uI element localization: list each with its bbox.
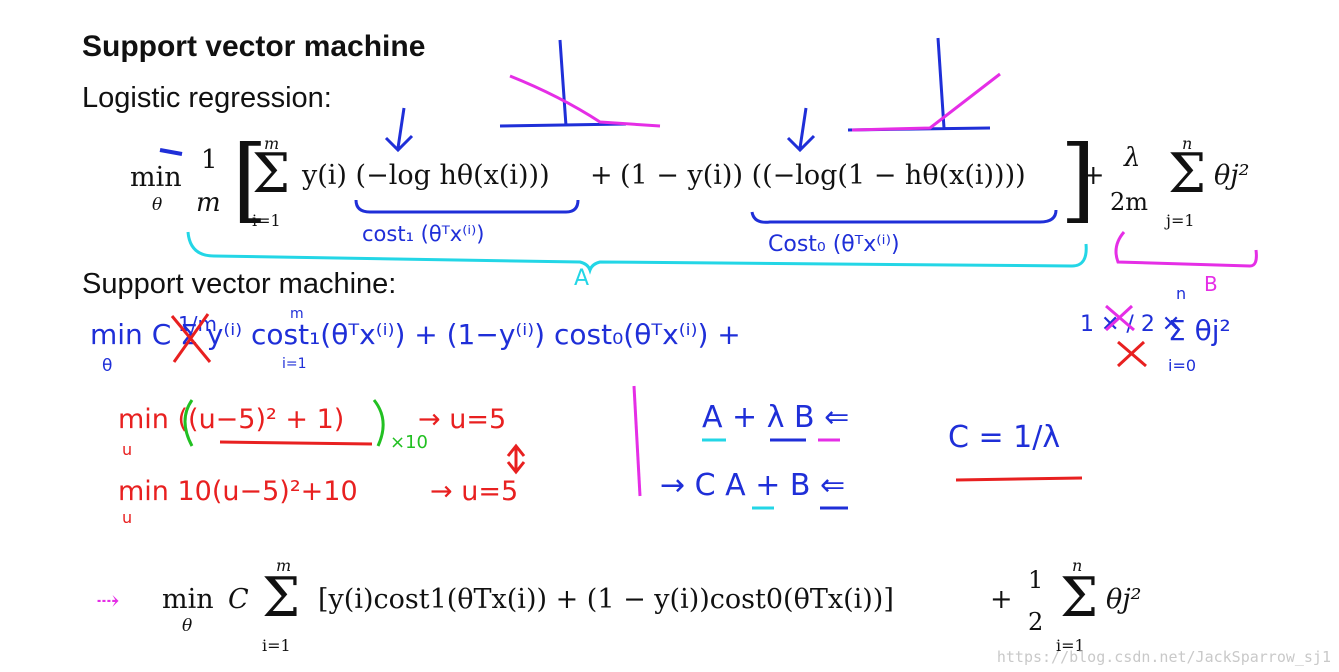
svm-sum-bot: i=1 bbox=[262, 636, 291, 655]
logistic-reg-sum-bot: j=1 bbox=[1166, 211, 1195, 230]
example1-times: ×10 bbox=[390, 432, 428, 453]
c-equals-inverse-lambda: C = 1/λ bbox=[948, 420, 1061, 455]
example1-result: → u=5 bbox=[418, 404, 507, 435]
logistic-reg-term: θj² bbox=[1214, 160, 1250, 191]
svm-frac-den: 2 bbox=[1028, 608, 1044, 636]
logistic-sum-bot: i=1 bbox=[252, 211, 281, 230]
svm-reg-sum: Σ θj² bbox=[1168, 314, 1231, 347]
svm-formula-arrow: ⇢ bbox=[96, 584, 120, 617]
brace-a bbox=[186, 231, 1088, 275]
svm-frac-num: 1 bbox=[1028, 566, 1044, 594]
example1-underline bbox=[219, 440, 373, 446]
cross-out-frac bbox=[170, 313, 212, 363]
arrow-down-1-icon bbox=[384, 107, 414, 153]
arrow-down-2-icon bbox=[786, 107, 816, 153]
svm-line: min C Σ y⁽ⁱ⁾ cost₁(θᵀx⁽ⁱ⁾) + (1−y⁽ⁱ⁾) co… bbox=[90, 318, 741, 351]
example2-result: → u=5 bbox=[430, 476, 519, 507]
arrow-updown-icon bbox=[506, 443, 526, 475]
logistic-reg-sum-sign: Σ bbox=[1168, 142, 1207, 205]
logistic-plus: + bbox=[590, 160, 613, 191]
svm-reg-sum-top: n bbox=[1176, 284, 1187, 303]
logistic-min: min bbox=[130, 162, 182, 193]
svm-reg-sum-bot: i=0 bbox=[1168, 356, 1197, 375]
green-paren-left bbox=[183, 399, 194, 447]
svm-min: min bbox=[162, 584, 214, 615]
svm-reg-term: θj² bbox=[1106, 584, 1142, 615]
svm-line-sum-bot: i=1 bbox=[282, 356, 307, 372]
brace-b bbox=[1114, 231, 1258, 268]
example2: min 10(u−5)²+10 bbox=[118, 476, 358, 507]
svm-sum-sign: Σ bbox=[262, 566, 301, 629]
cross-out-reg-num bbox=[1104, 304, 1135, 332]
svm-line-min-sub: θ bbox=[102, 356, 113, 376]
logistic-frac-den: m bbox=[196, 188, 221, 218]
svm-reg-sum-bot: i=1 bbox=[1056, 636, 1085, 655]
svm-reg-sum-sign: Σ bbox=[1060, 566, 1099, 629]
underbrace-cost1 bbox=[354, 199, 580, 214]
logistic-term2: (1 − y(i)) ((−log(1 − hθ(x(i)))) bbox=[620, 160, 1026, 191]
c-eq-underline bbox=[955, 476, 1083, 482]
logistic-sum-top: m bbox=[264, 134, 280, 153]
cost1-annotation: cost₁ (θᵀx⁽ⁱ⁾) bbox=[362, 222, 485, 246]
logistic-term1: y(i) (−log hθ(x(i))) bbox=[302, 160, 550, 191]
section-svm: Support vector machine: bbox=[82, 268, 397, 300]
example2-sub: u bbox=[122, 508, 133, 527]
logistic-reg-num: λ bbox=[1124, 143, 1141, 173]
watermark: https://blog.csdn.net/JackSparrow_sj1 bbox=[996, 648, 1331, 666]
svm-c: C bbox=[228, 584, 249, 615]
svm-reg-sum-top: n bbox=[1072, 556, 1083, 575]
expr-a: A + λ B ⇐ bbox=[702, 400, 850, 435]
expr-b: → C A + B ⇐ bbox=[660, 468, 846, 503]
example1-sub: u bbox=[122, 440, 133, 459]
page-title: Support vector machine bbox=[82, 30, 426, 63]
svm-reg-frac: 1 ✕ / 2 ✕ bbox=[1080, 312, 1181, 337]
cost0-plot-axes bbox=[847, 37, 991, 132]
cross-out-reg-den bbox=[1116, 340, 1147, 368]
svm-body: [y(i)cost1(θTx(i)) + (1 − y(i))cost0(θTx… bbox=[318, 584, 894, 615]
svm-min-sub: θ bbox=[182, 616, 193, 636]
logistic-min-sub: θ bbox=[152, 195, 163, 215]
logistic-bracket-right: ] bbox=[1060, 126, 1096, 233]
label-b: B bbox=[1204, 272, 1218, 296]
svm-plus: + bbox=[990, 584, 1013, 615]
logistic-reg-den: 2m bbox=[1110, 188, 1149, 216]
cost1-plot-curve bbox=[509, 74, 661, 128]
svm-sum-top: m bbox=[276, 556, 292, 575]
logistic-sum-sign: Σ bbox=[252, 142, 291, 205]
logistic-plus-reg: + bbox=[1082, 160, 1105, 191]
logistic-frac-num: 1 bbox=[201, 145, 218, 175]
section-logistic: Logistic regression: bbox=[82, 82, 332, 114]
logistic-reg-sum-top: n bbox=[1182, 134, 1193, 153]
example1: min ((u−5)² + 1) bbox=[118, 404, 345, 435]
label-a: A bbox=[574, 266, 590, 291]
cost0-annotation: Cost₀ (θᵀx⁽ⁱ⁾) bbox=[768, 232, 900, 257]
cost0-plot-curve bbox=[851, 72, 1001, 132]
dash-stroke bbox=[159, 148, 183, 156]
cost1-plot-axes bbox=[499, 39, 627, 128]
svm-line-sum-top: m bbox=[290, 306, 304, 322]
green-paren-right bbox=[372, 399, 385, 447]
underbrace-cost0 bbox=[750, 209, 1058, 224]
vertical-divider bbox=[632, 385, 642, 497]
logistic-bracket-left: [ bbox=[232, 126, 268, 233]
